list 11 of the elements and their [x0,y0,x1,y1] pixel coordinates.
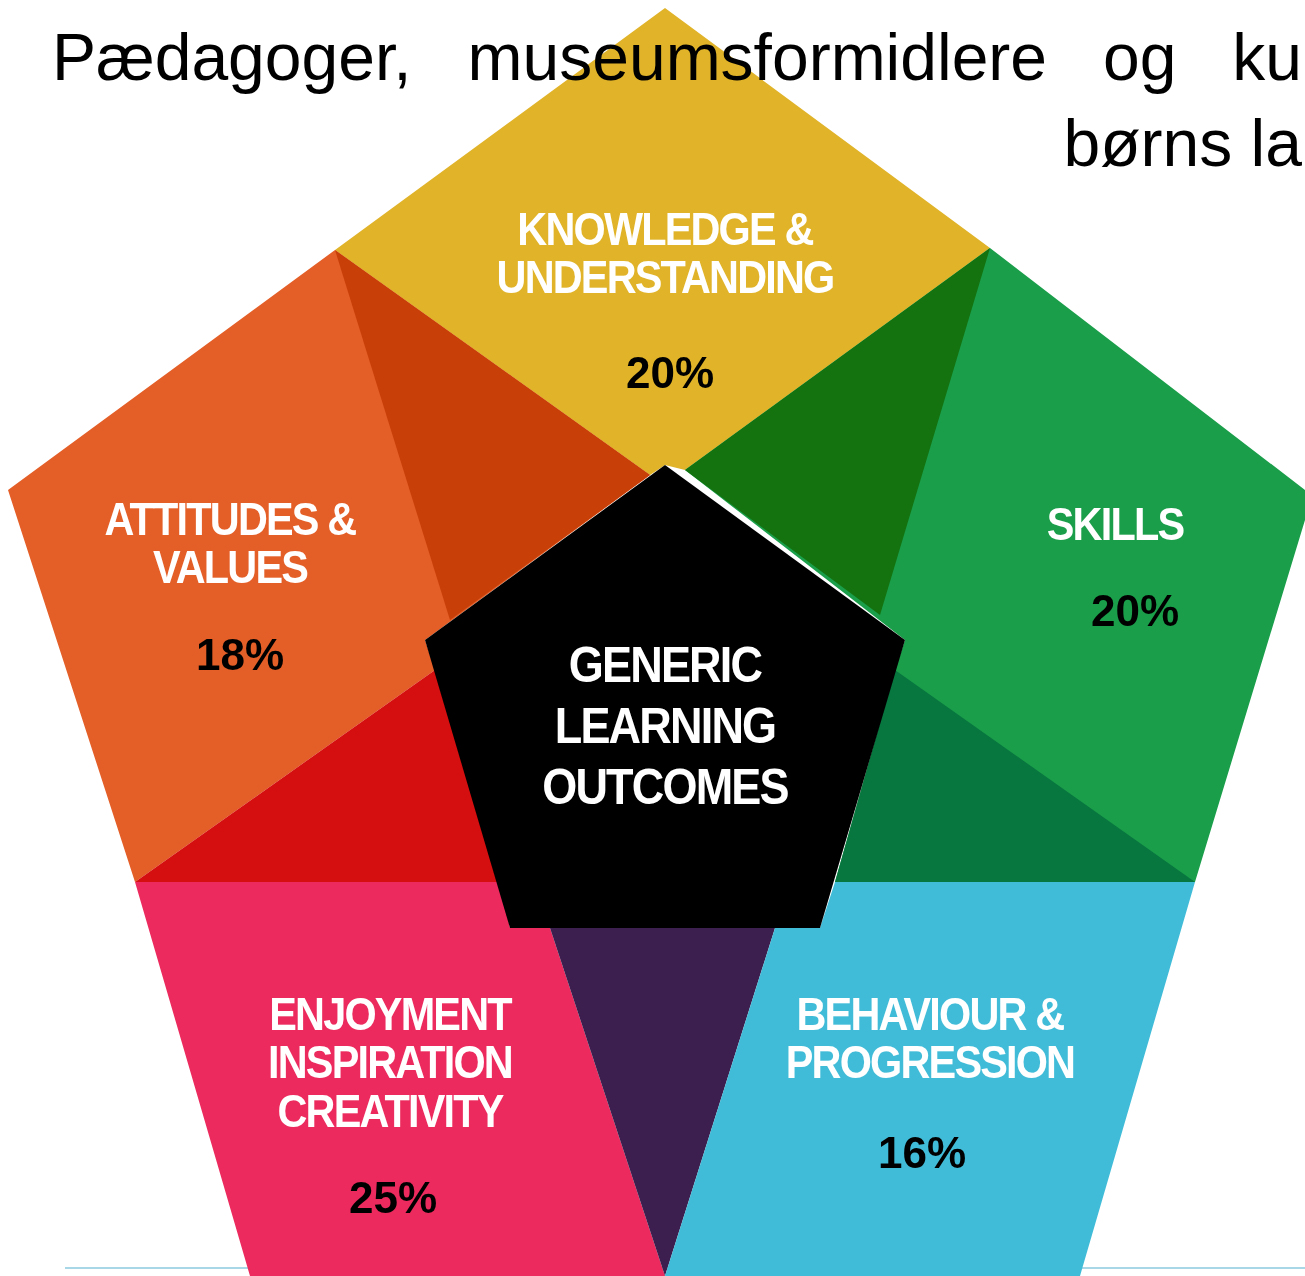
percentage-value: 16% [876,1130,968,1177]
percentage-value: 20% [624,350,716,397]
segment-heading: ATTITUDES & VALUES [104,495,356,592]
percentage-value: 18% [194,632,286,679]
percentage-value: 20% [1089,588,1181,635]
percentage-value: 25% [347,1175,439,1222]
segment-heading: SKILLS [1045,500,1185,549]
segment-heading: GENERIC LEARNING OUTCOMES [541,636,789,817]
segment-heading: KNOWLEDGE & UNDERSTANDING [495,205,835,302]
segment-heading: BEHAVIOUR & PROGRESSION [784,990,1076,1087]
segment-heading: ENJOYMENT INSPIRATION CREATIVITY [267,990,513,1135]
